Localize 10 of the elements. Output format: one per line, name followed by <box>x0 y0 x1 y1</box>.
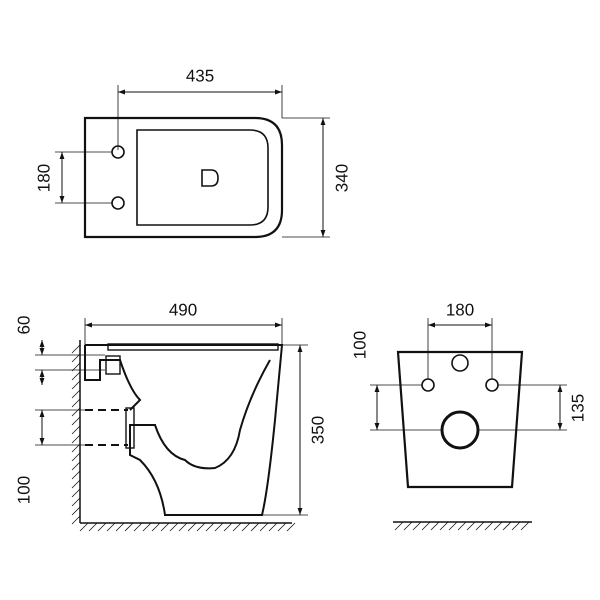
dimension-label: 100 <box>16 476 32 504</box>
dimension-label: 490 <box>168 302 198 318</box>
dimension-label: 180 <box>446 302 474 318</box>
dimension-label: 135 <box>570 394 586 422</box>
dimension-label: 340 <box>334 164 350 192</box>
dimension-label: 180 <box>36 164 52 192</box>
dimension-label: 350 <box>310 416 326 444</box>
dimension-label: 435 <box>186 68 214 84</box>
dimension-label: 60 <box>16 316 32 334</box>
dimension-label: 100 <box>352 330 368 360</box>
